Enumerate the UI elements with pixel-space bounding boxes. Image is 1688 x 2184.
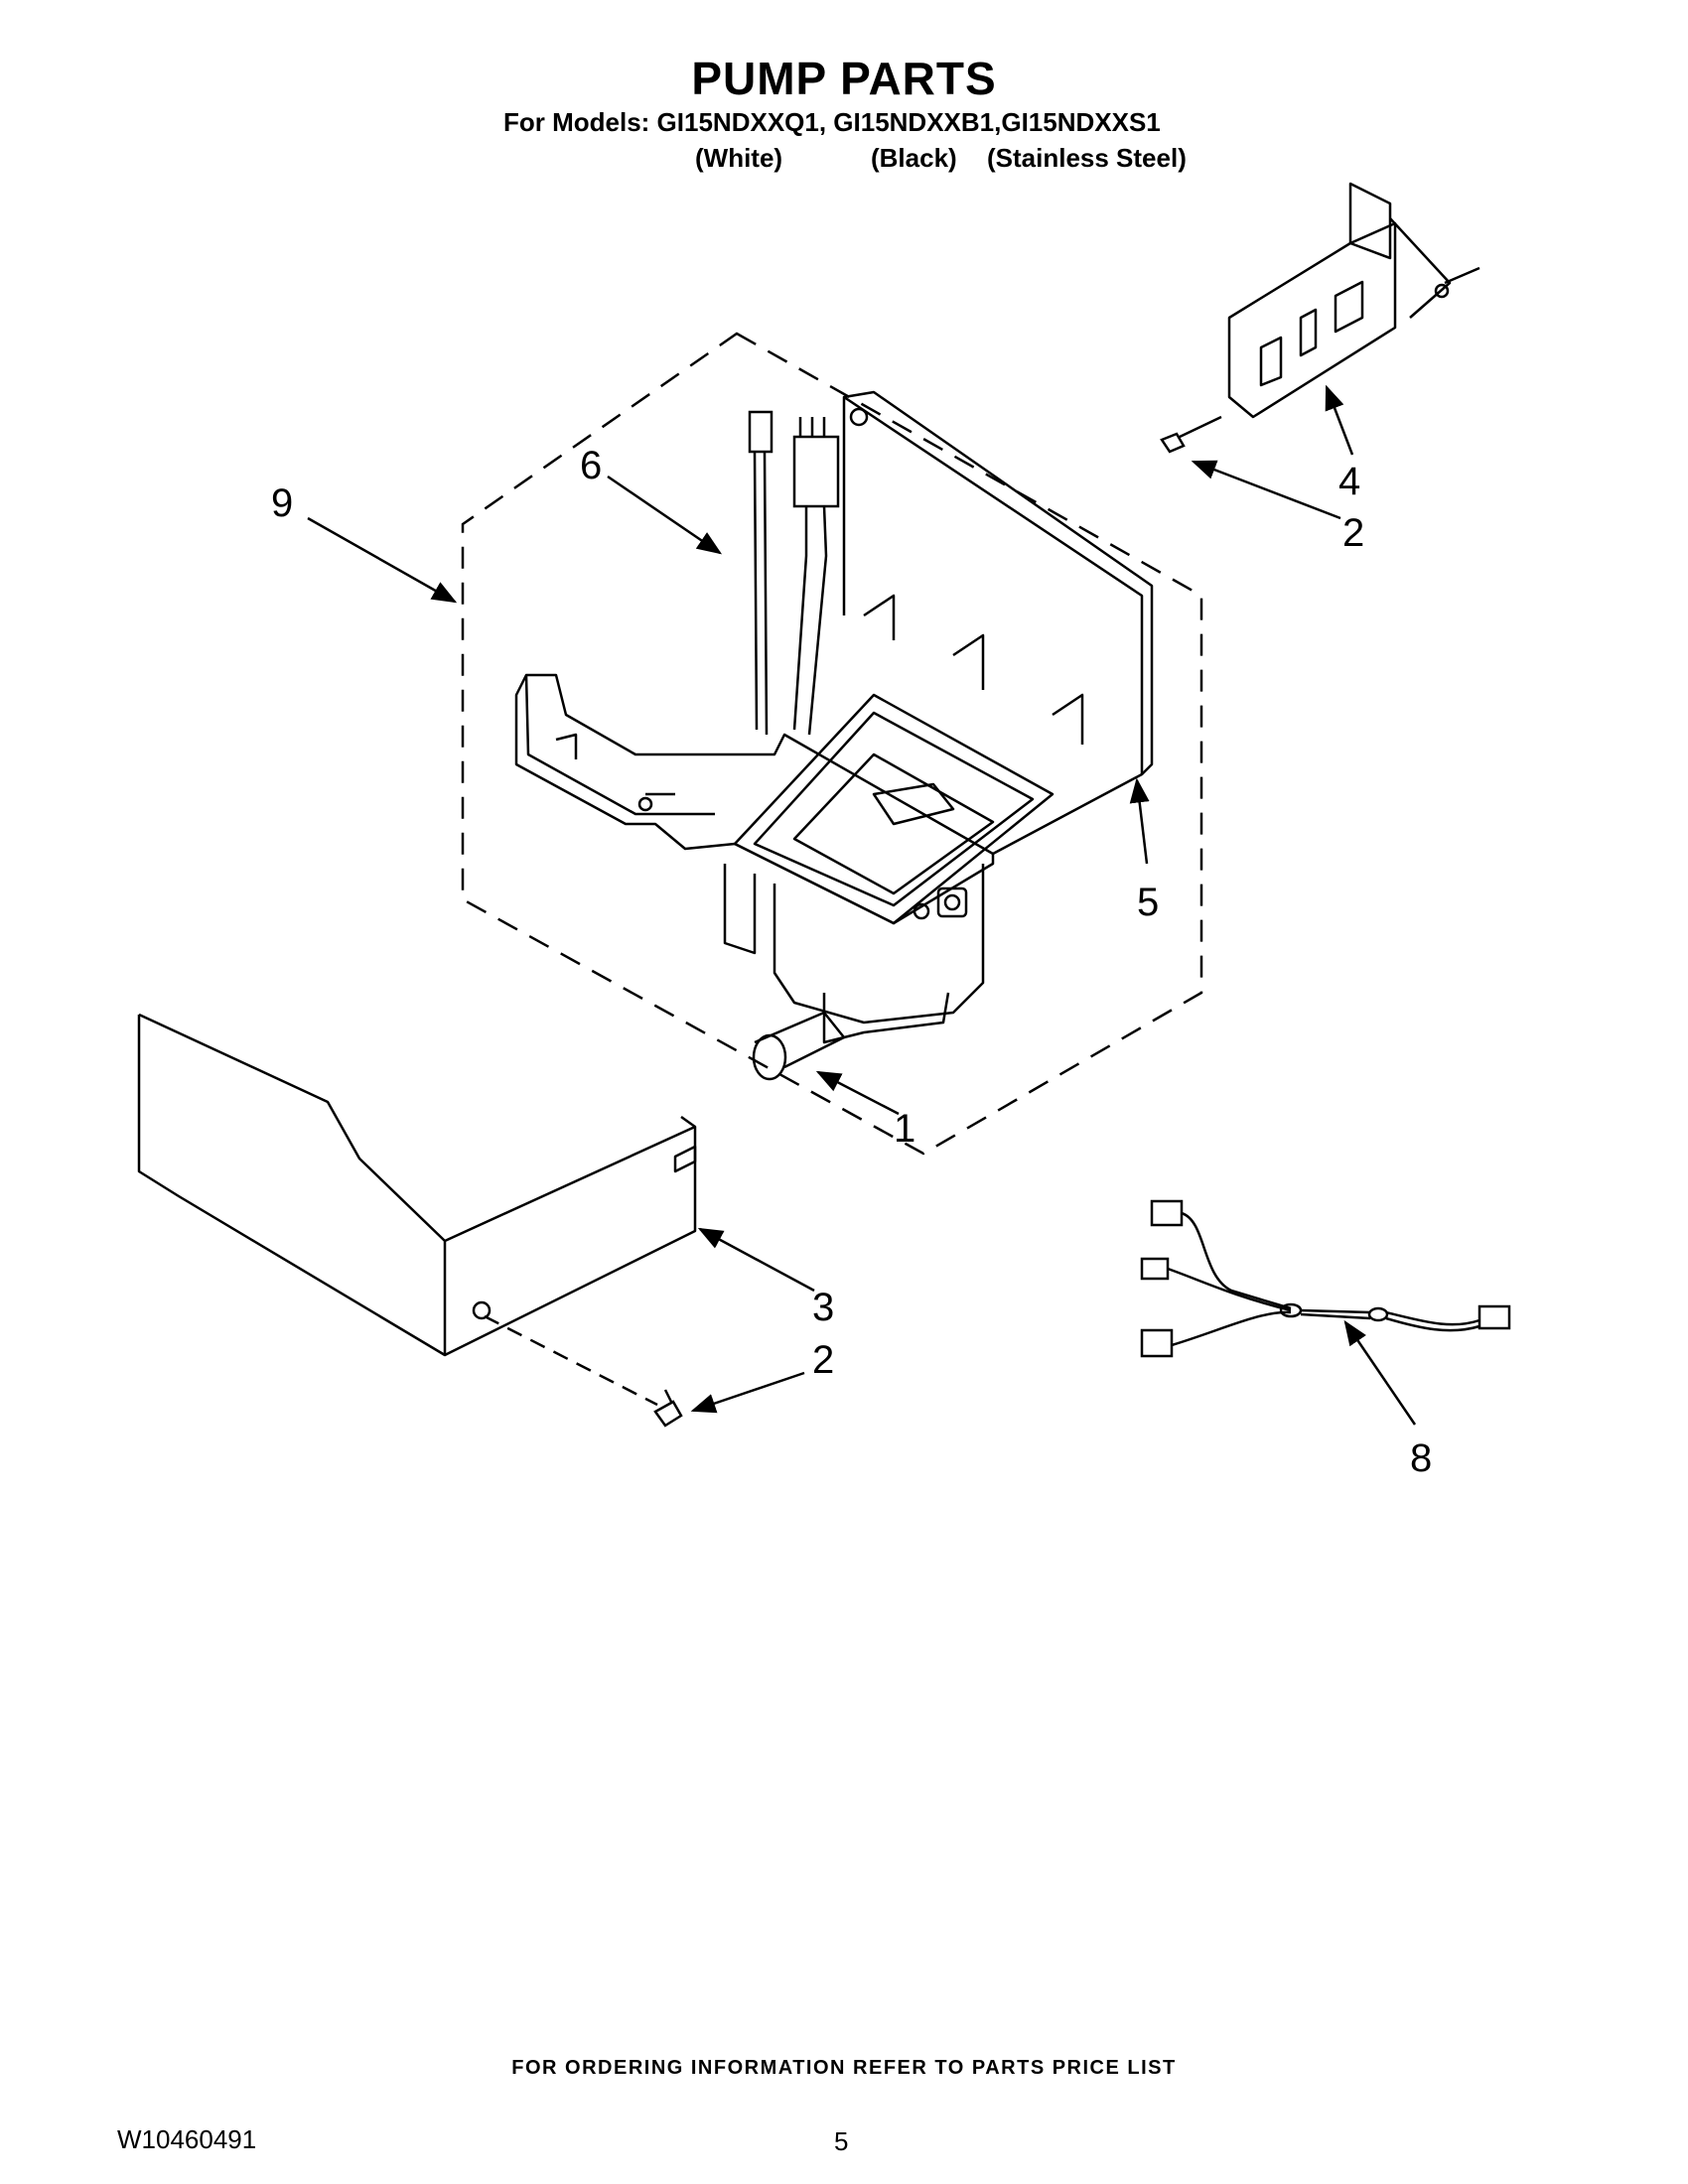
callout-2-lower: 2	[812, 1338, 834, 1382]
pump	[723, 693, 1055, 1081]
leader-3	[697, 1227, 815, 1293]
leader-6	[607, 475, 723, 555]
leader-1	[815, 1070, 900, 1116]
pump-bracket	[514, 390, 1154, 925]
models-line: For Models: GI15NDXXQ1, GI15NDXXB1,GI15N…	[503, 107, 1161, 137]
callout-4: 4	[1338, 460, 1360, 503]
wire-harness	[1140, 1199, 1511, 1358]
leader-5	[1129, 777, 1150, 865]
callout-8: 8	[1410, 1436, 1432, 1480]
leader-4	[1325, 384, 1354, 456]
page-number: 5	[834, 2126, 849, 2156]
leader-lines	[307, 384, 1417, 1426]
leader-9	[307, 516, 458, 604]
callout-2-upper: 2	[1342, 511, 1364, 555]
callout-1: 1	[894, 1107, 915, 1151]
ordering-note: FOR ORDERING INFORMATION REFER TO PARTS …	[511, 2057, 1177, 2079]
variant-white: (White)	[695, 143, 783, 173]
leader-8	[1343, 1319, 1417, 1426]
document-number: W10460491	[117, 2124, 257, 2154]
leader-2-lower	[690, 1371, 805, 1414]
callout-6: 6	[580, 444, 602, 487]
pump-assembly-boundary	[461, 332, 1203, 1156]
screw-upper	[1160, 415, 1222, 454]
variant-black: (Black)	[871, 143, 957, 173]
callout-3: 3	[812, 1286, 834, 1329]
callout-9: 9	[271, 481, 293, 525]
cover-panel	[137, 1013, 697, 1407]
callout-5: 5	[1137, 881, 1159, 924]
mounting-plate	[1227, 182, 1480, 419]
leader-2-upper	[1191, 460, 1341, 520]
screw-lower	[653, 1389, 683, 1428]
page-title: PUMP PARTS	[691, 53, 997, 104]
variant-stainless-steel: (Stainless Steel)	[987, 143, 1187, 173]
pump-wire-leads	[748, 410, 840, 736]
